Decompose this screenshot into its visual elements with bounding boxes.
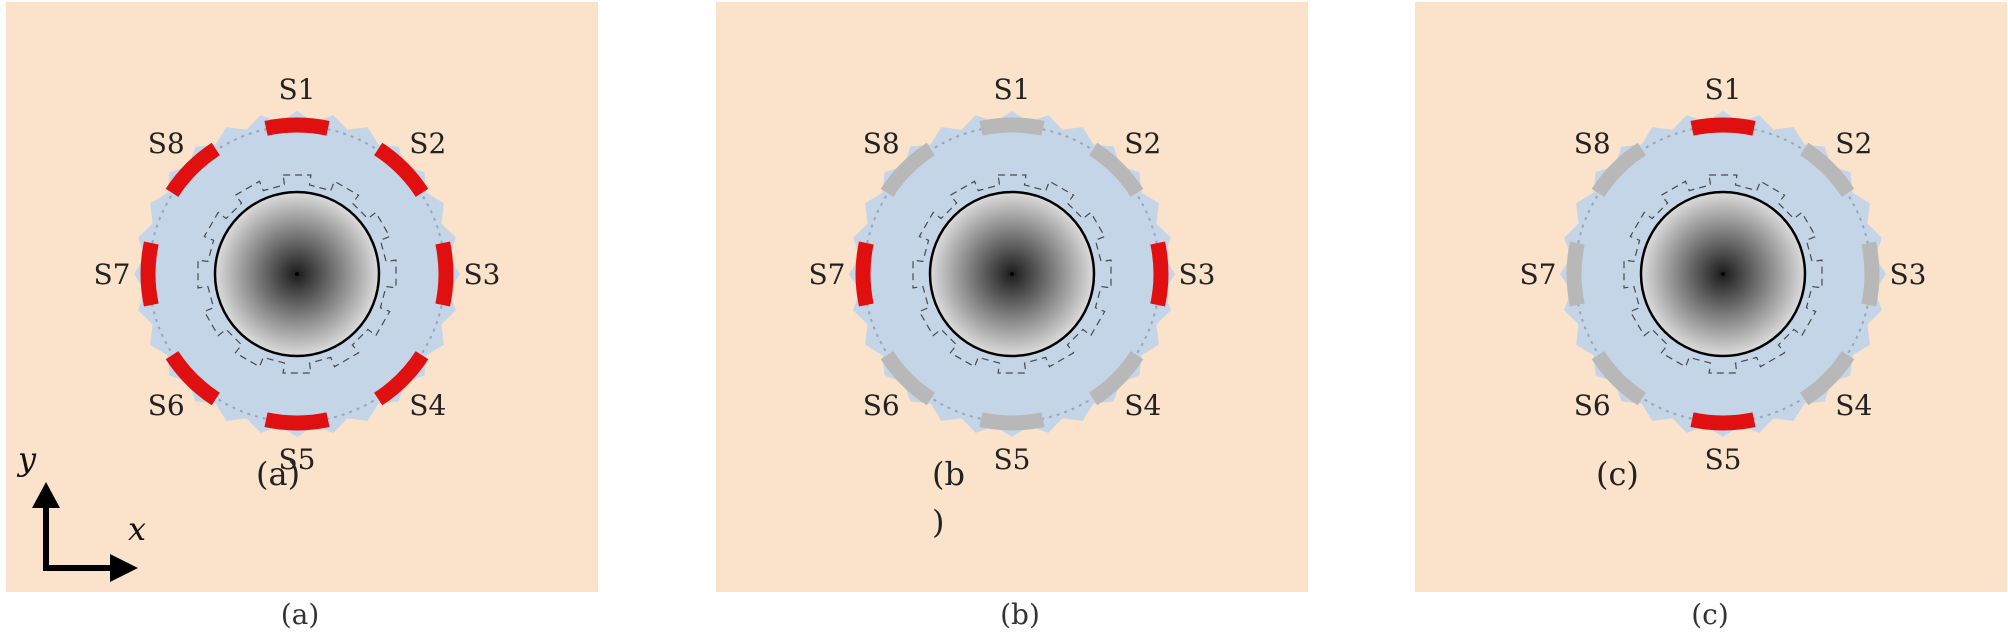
segment-s6-active <box>165 350 221 406</box>
dashed-inner-frame <box>197 174 397 374</box>
dashed-inner-frame <box>1623 174 1823 374</box>
segment-s6-inactive <box>1591 350 1647 406</box>
segment-label-s3: S3 <box>1179 258 1216 291</box>
segment-label-s7: S7 <box>1520 258 1557 291</box>
segment-s7-active <box>855 241 874 307</box>
segment-s1-inactive <box>979 117 1045 136</box>
axes-indicator: y x <box>16 440 146 582</box>
core-center-dot <box>1721 272 1725 276</box>
segment-s8-inactive <box>880 142 936 198</box>
segment-label-s2: S2 <box>1835 127 1872 160</box>
segment-label-s4: S4 <box>1124 389 1161 422</box>
segment-label-s8: S8 <box>148 127 185 160</box>
segment-s5-active <box>1690 412 1756 431</box>
segment-s7-inactive <box>1566 241 1585 307</box>
y-axis-label: y <box>16 440 37 478</box>
segment-s2-inactive <box>1799 142 1855 198</box>
dashed-inner-frame <box>912 174 1112 374</box>
panel-inner-label-line-1: (a) <box>256 455 300 493</box>
segment-label-s6: S6 <box>863 389 900 422</box>
segment-label-s1: S1 <box>1705 73 1742 106</box>
segment-label-s8: S8 <box>863 127 900 160</box>
segment-label-s1: S1 <box>279 73 316 106</box>
segment-s4-inactive <box>1799 350 1855 406</box>
segment-label-s4: S4 <box>1835 389 1872 422</box>
segment-label-s6: S6 <box>148 389 185 422</box>
panel-inner-label-line-1: (c) <box>1596 455 1639 493</box>
segment-label-s4: S4 <box>409 389 446 422</box>
core-center-dot <box>295 272 299 276</box>
core-center-dot <box>1010 272 1014 276</box>
segment-s6-inactive <box>880 350 936 406</box>
segment-label-s2: S2 <box>1124 127 1161 160</box>
segment-s1-active <box>264 117 330 136</box>
segment-s3-active <box>435 241 454 307</box>
y-axis-arrow-head <box>32 482 60 508</box>
panel-caption: (c) <box>1691 598 1729 631</box>
segment-s3-inactive <box>1861 241 1880 307</box>
x-axis-arrow-head <box>110 554 138 582</box>
segment-s2-inactive <box>1088 142 1144 198</box>
segment-s8-active <box>165 142 221 198</box>
panel-caption: (a) <box>281 598 320 631</box>
segment-label-s3: S3 <box>1890 258 1927 291</box>
segment-s8-inactive <box>1591 142 1647 198</box>
segment-label-s1: S1 <box>994 73 1031 106</box>
panel-inner-label-line-2: ) <box>932 503 944 541</box>
x-axis-label: x <box>128 510 146 548</box>
segment-label-s7: S7 <box>94 258 131 291</box>
segment-label-s5: S5 <box>1705 443 1742 476</box>
segment-s5-inactive <box>979 412 1045 431</box>
segment-s5-active <box>264 412 330 431</box>
segment-s4-active <box>373 350 429 406</box>
segment-label-s2: S2 <box>409 127 446 160</box>
segment-s2-active <box>373 142 429 198</box>
segment-s3-active <box>1150 241 1169 307</box>
segment-label-s8: S8 <box>1574 127 1611 160</box>
segment-label-s7: S7 <box>809 258 846 291</box>
segment-label-s6: S6 <box>1574 389 1611 422</box>
segment-label-s3: S3 <box>464 258 501 291</box>
panel-caption: (b) <box>1000 598 1040 631</box>
segment-s7-active <box>140 241 159 307</box>
segment-label-s5: S5 <box>279 443 316 476</box>
segment-label-s5: S5 <box>994 443 1031 476</box>
panel-inner-label-line-1: (b <box>932 455 965 493</box>
segment-s4-inactive <box>1088 350 1144 406</box>
segment-s1-active <box>1690 117 1756 136</box>
